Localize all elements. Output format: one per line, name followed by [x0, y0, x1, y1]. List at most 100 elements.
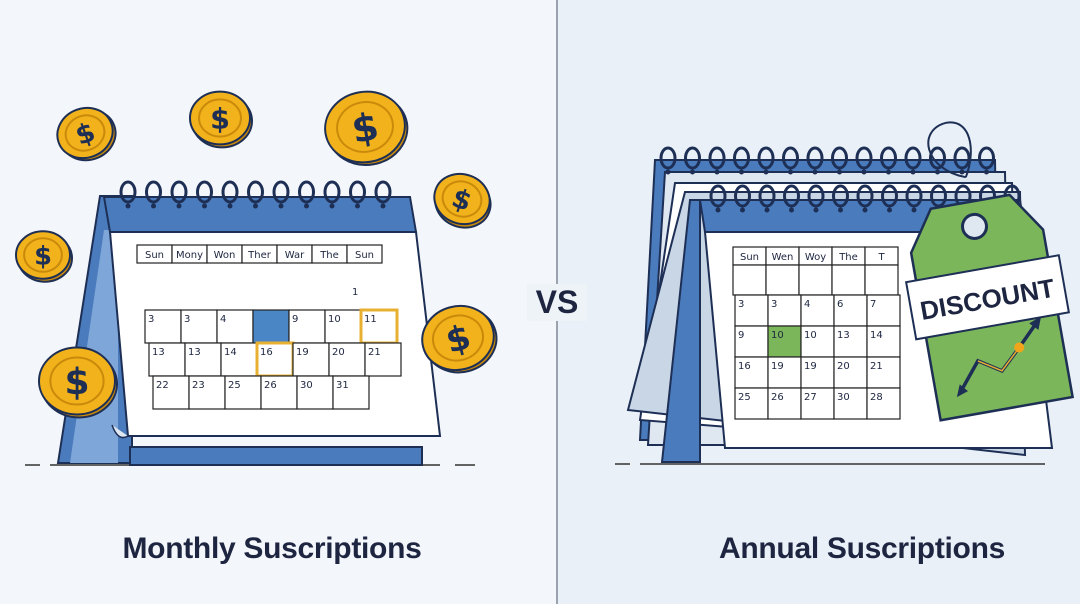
- day-number: 3: [771, 299, 777, 310]
- day-number: 30: [300, 380, 313, 391]
- day-number: 3: [148, 314, 154, 325]
- coin-rim: [49, 356, 105, 406]
- dollar-coin-icon: $: [324, 90, 409, 166]
- spiral-ring: [349, 180, 366, 204]
- day-number: 19: [296, 347, 309, 358]
- spiral-ring: [374, 180, 392, 204]
- day-cell: [732, 264, 767, 296]
- day-cell: [866, 387, 901, 420]
- day-number: 10: [804, 330, 817, 341]
- weekday-label: Mony: [176, 250, 203, 261]
- ring-hole: [763, 169, 769, 175]
- weekday-label: Sun: [740, 252, 759, 263]
- day-cell: [364, 342, 402, 377]
- day-cell: [833, 387, 868, 420]
- day-cell: [767, 356, 802, 389]
- weekday-label: The: [319, 250, 339, 261]
- day-number: 14: [870, 330, 883, 341]
- ring-hole: [789, 207, 794, 213]
- discount-tag: DISCOUNT: [904, 121, 1075, 422]
- ring-hole: [935, 169, 940, 175]
- spiral-ring: [856, 184, 874, 208]
- ring-hole: [984, 169, 989, 175]
- dollar-coin-icon: $: [421, 305, 498, 374]
- day-number: 13: [837, 330, 850, 341]
- day-number: 7: [870, 299, 876, 310]
- ring-hole: [202, 203, 207, 209]
- spiral-ring: [298, 180, 315, 204]
- spiral-ring: [782, 146, 799, 170]
- dollar-coin-icon: $: [38, 346, 118, 419]
- day-number: 10: [771, 330, 784, 341]
- ring-hole: [665, 169, 671, 175]
- day-number: 27: [804, 392, 817, 403]
- spiral-ring: [905, 184, 923, 208]
- day-number: 16: [260, 347, 273, 358]
- weekday-label: T: [877, 252, 885, 263]
- dollar-sign: $: [64, 361, 89, 403]
- spiral-ring: [978, 146, 995, 170]
- day-cell: [866, 325, 901, 358]
- day-cell: [767, 294, 802, 327]
- ring-hole: [253, 203, 258, 209]
- spiral-ring: [880, 146, 897, 170]
- day-cell: [296, 375, 334, 410]
- weekday-label: Sun: [145, 250, 164, 261]
- day-number: 30: [837, 392, 850, 403]
- spiral-ring: [953, 146, 971, 170]
- day-number: 9: [292, 314, 298, 325]
- day-cell: [765, 264, 800, 296]
- vs-label: VS: [527, 284, 587, 321]
- day-number: 1: [352, 287, 358, 298]
- ring-hole: [176, 203, 182, 209]
- ring-hole: [278, 203, 284, 209]
- spiral-ring: [733, 146, 750, 170]
- ring-hole: [788, 169, 793, 175]
- dollar-coin-icon: $: [56, 106, 117, 162]
- day-number: 22: [156, 380, 169, 391]
- ring-hole: [764, 207, 770, 213]
- ring-hole: [887, 207, 892, 213]
- spiral-ring: [929, 146, 946, 170]
- dollar-coin-icon: $: [189, 90, 253, 149]
- day-cell: [864, 264, 899, 296]
- day-number: 31: [336, 380, 349, 391]
- day-cell: [260, 375, 298, 410]
- ring-hole: [886, 169, 891, 175]
- day-number: 10: [328, 314, 341, 325]
- day-cell: [800, 356, 835, 389]
- spiral-ring: [855, 146, 873, 170]
- day-cell: [798, 264, 833, 296]
- spiral-ring: [684, 146, 701, 170]
- spiral-ring: [708, 146, 726, 170]
- day-number: 28: [870, 392, 883, 403]
- ring-hole: [329, 203, 335, 209]
- spiral-ring: [783, 184, 800, 208]
- trend-up-chart-icon: [956, 316, 1042, 398]
- spiral-ring: [709, 184, 727, 208]
- annual-caption: Annual Suscriptions: [719, 532, 1005, 565]
- ring-hole: [151, 203, 156, 209]
- spiral-ring: [807, 184, 825, 208]
- monthly-caption: Monthly Suscriptions: [122, 532, 422, 565]
- day-number: 21: [870, 361, 883, 372]
- day-number: 11: [364, 314, 377, 325]
- ring-hole: [959, 169, 965, 175]
- weekday-cell: [346, 244, 383, 264]
- spiral-ring: [734, 184, 751, 208]
- weekday-label: The: [838, 252, 858, 263]
- ring-hole: [812, 169, 818, 175]
- weekday-label: Won: [214, 250, 236, 261]
- day-cell: [800, 387, 835, 420]
- day-number: 20: [837, 361, 850, 372]
- day-cell: [734, 294, 769, 327]
- day-cell: [866, 294, 901, 327]
- spiral-ring: [881, 184, 898, 208]
- coin-rim: [23, 237, 63, 273]
- day-cell: [831, 264, 866, 296]
- day-number: 3: [738, 299, 744, 310]
- weekday-label: War: [285, 250, 305, 261]
- dollar-coin-icon: $: [433, 172, 492, 229]
- spiral-ring: [758, 184, 776, 208]
